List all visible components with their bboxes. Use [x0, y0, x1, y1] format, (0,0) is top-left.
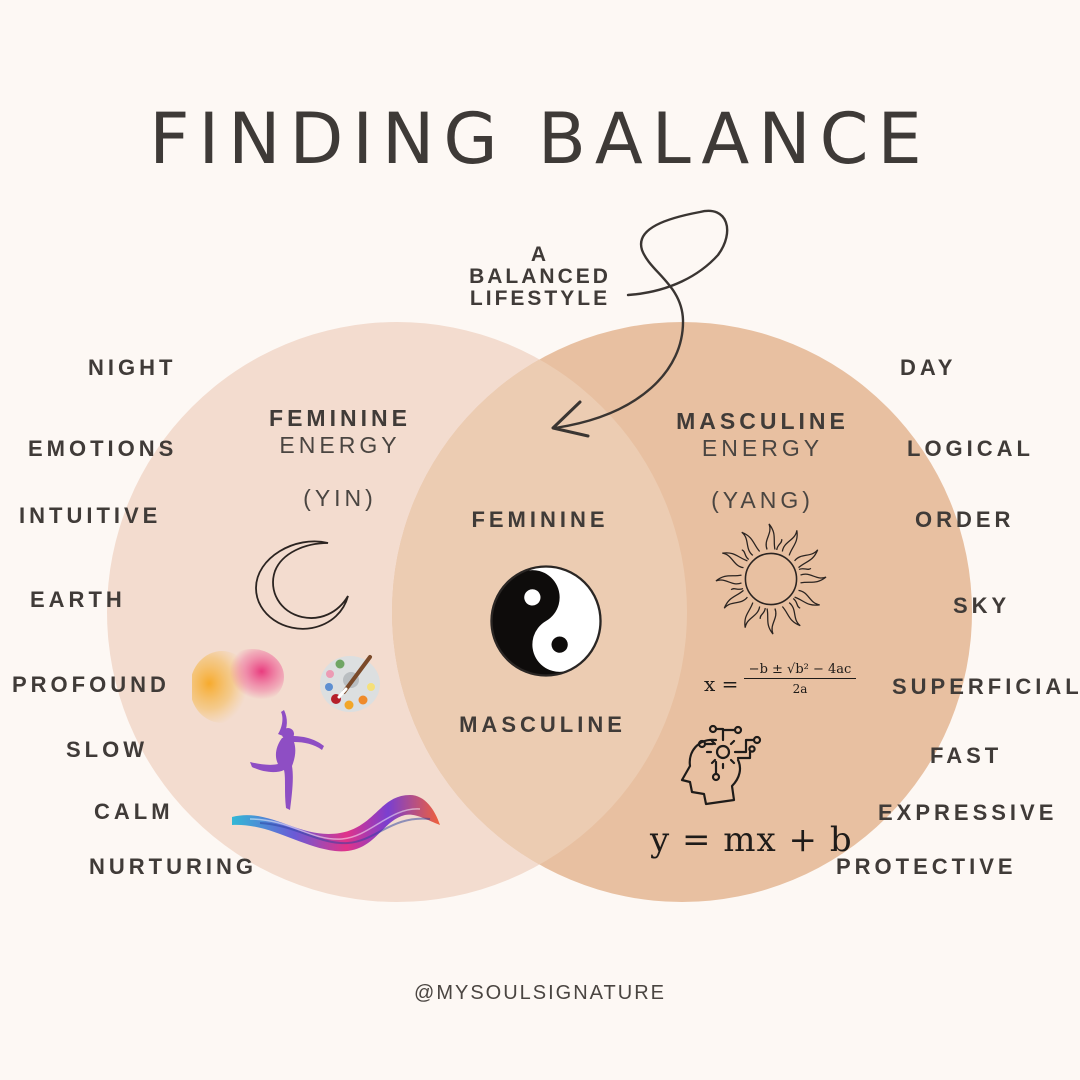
trait-calm: CALM	[94, 799, 174, 824]
trait-slow: SLOW	[66, 737, 148, 762]
head-gears-icon	[680, 724, 762, 806]
quadratic-formula: x = −b ± √b² − 4ac 2a	[704, 662, 864, 702]
dancer-silhouette	[250, 710, 324, 810]
yin-label: (YIN)	[303, 485, 377, 511]
social-handle: @MYSOULSIGNATURE	[414, 982, 666, 1004]
callout-line-2: BALANCED	[469, 265, 611, 288]
trait-logical: LOGICAL	[907, 436, 1034, 461]
trait-night: NIGHT	[88, 355, 177, 380]
trait-nurturing: NURTURING	[89, 854, 257, 879]
trait-expressive: EXPRESSIVE	[878, 800, 1058, 825]
overlap-feminine-word: FEMININE	[471, 507, 609, 532]
color-powder-splash	[192, 649, 284, 723]
trait-superficial: SUPERFICIAL	[892, 674, 1080, 699]
masculine-energy-subheading: ENERGY	[701, 435, 824, 461]
formula-lhs: x =	[704, 672, 739, 696]
trait-intuitive: INTUITIVE	[19, 503, 162, 528]
callout-line-3: LIFESTYLE	[469, 287, 611, 310]
feminine-heading: FEMININE	[269, 405, 411, 431]
formula-denominator: 2a	[792, 682, 808, 696]
trait-day: DAY	[900, 355, 957, 380]
feminine-energy-subheading: ENERGY	[279, 432, 401, 458]
rainbow-ribbon-wave	[232, 795, 440, 852]
page-title: FINDING BALANCE	[149, 98, 931, 180]
trait-protective: PROTECTIVE	[836, 854, 1017, 879]
trait-earth: EARTH	[30, 587, 126, 612]
formula-numerator: −b ± √b² − 4ac	[744, 662, 856, 679]
overlap-masculine-word: MASCULINE	[459, 712, 626, 737]
paint-palette-icon	[320, 655, 380, 712]
masculine-heading: MASCULINE	[676, 408, 849, 434]
sun-icon	[715, 523, 827, 635]
balanced-lifestyle-callout: A BALANCED LIFESTYLE	[455, 244, 625, 310]
linear-equation: y = mx + b	[650, 820, 853, 860]
yin-yang-icon	[490, 565, 602, 677]
trait-emotions: EMOTIONS	[28, 436, 178, 461]
trait-profound: PROFOUND	[12, 672, 170, 697]
trait-fast: FAST	[930, 743, 1003, 768]
trait-order: ORDER	[915, 507, 1015, 532]
trait-sky: SKY	[953, 593, 1011, 618]
callout-line-1: A	[530, 243, 550, 266]
yang-label: (YANG)	[711, 487, 814, 513]
crescent-moon-icon	[255, 540, 349, 630]
